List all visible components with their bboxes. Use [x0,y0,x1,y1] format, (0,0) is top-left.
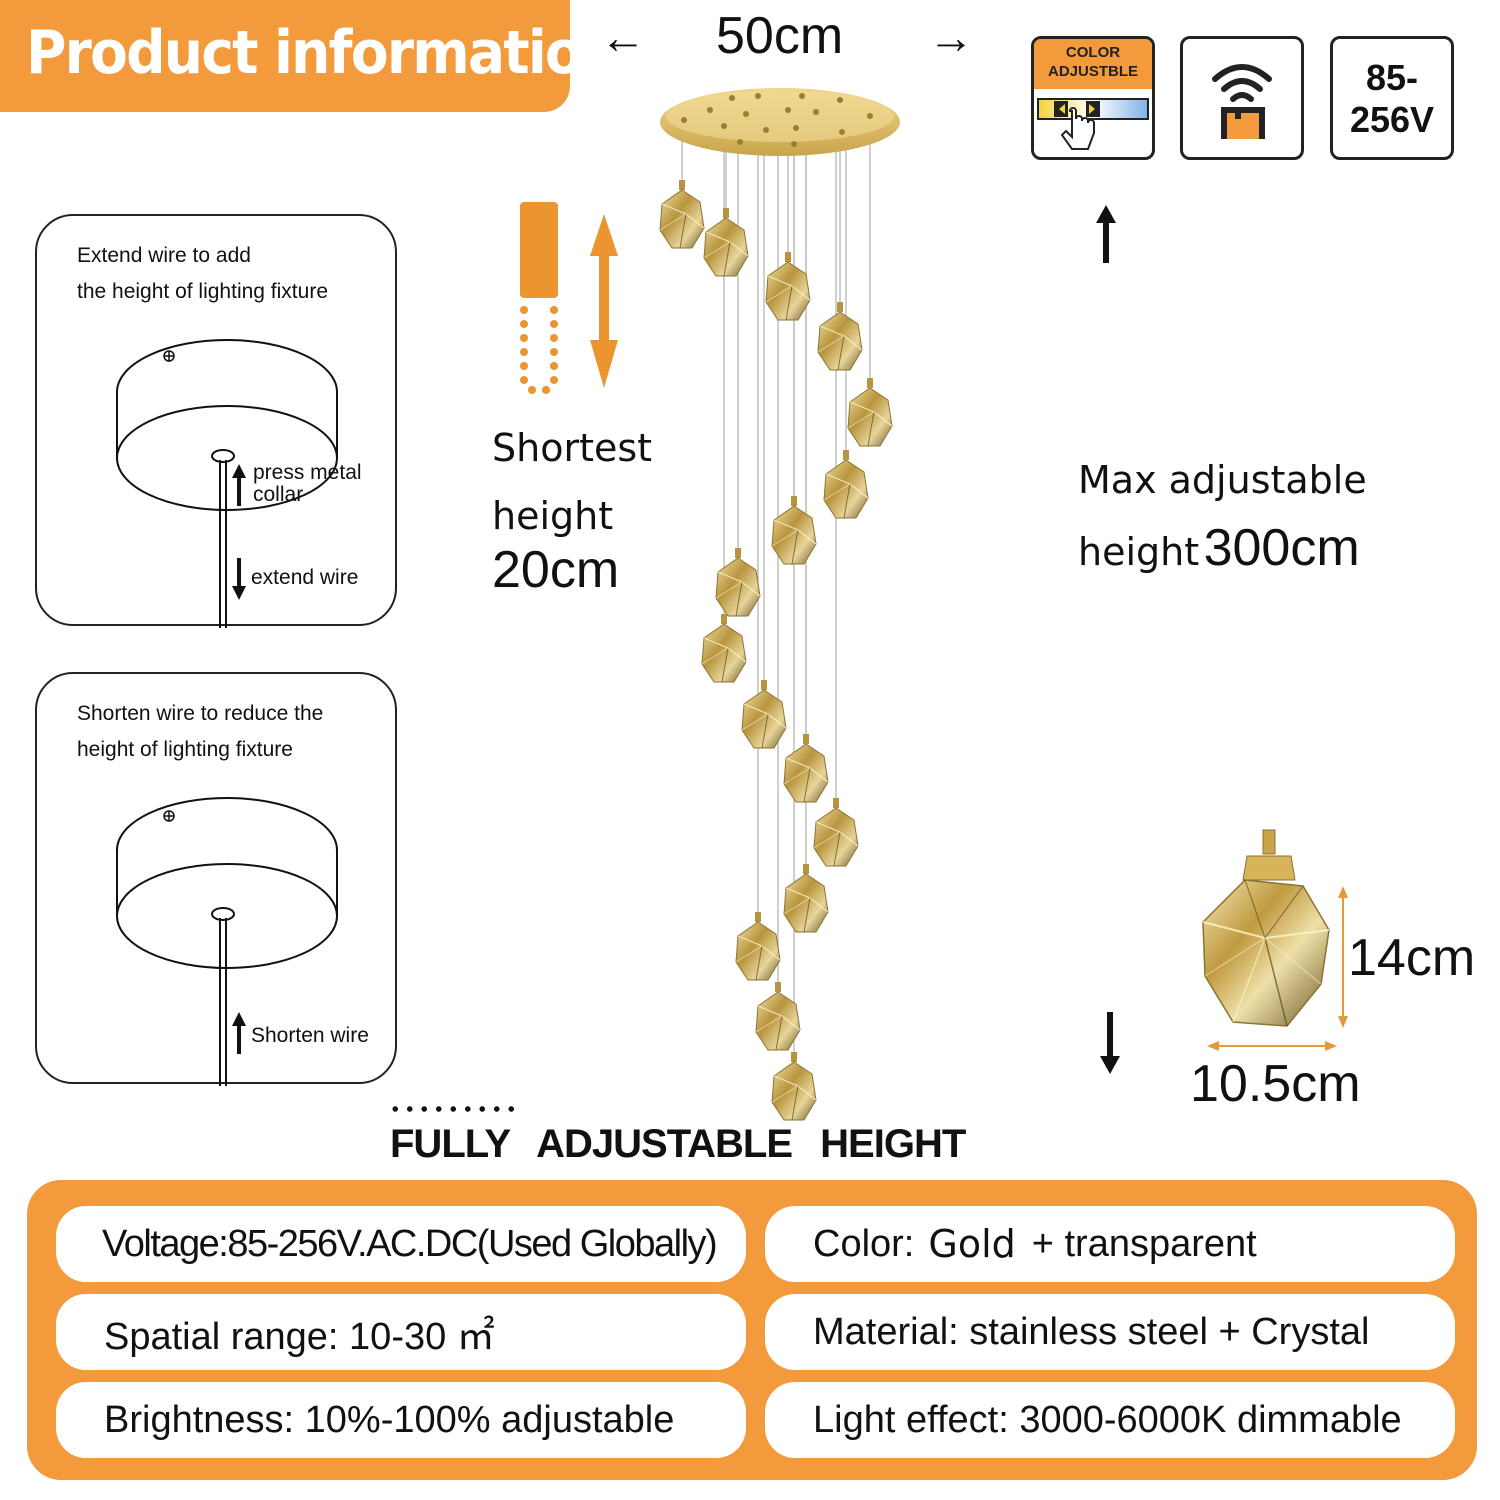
right-arrow-icon: → [928,11,974,63]
shorten-instruction-line1: Shorten wire to reduce the [77,702,324,725]
color-slider-icon [1037,98,1149,150]
extend-instruction-line1: Extend wire to add [77,244,251,267]
shorten-wire-label: Shorten wire [251,1024,369,1047]
title-banner [0,0,570,112]
max-height-row: height 300cm [1078,518,1360,578]
spec-brightness: Brightness: 10%-100% adjustable [56,1382,746,1458]
press-collar-line2: collar [253,483,304,506]
max-height-up-arrow-icon [1096,205,1116,263]
shortest-height-label-2: height [492,494,614,538]
shortest-height-label: Shortest [492,426,653,470]
extend-wire-label: extend wire [251,566,359,589]
color-adjustable-badge: COLOR ADJUSTBLE [1031,36,1155,160]
spec-color-suffix: + transparent [1031,1222,1257,1265]
chandelier-illustration [659,88,900,1121]
voltage-line1: 85- [1365,57,1419,98]
remote-control-badge [1180,36,1304,160]
pendant-closeup-illustration [1202,829,1348,1051]
page-title: Product information [26,18,620,88]
voltage-line2: 256V [1349,99,1435,140]
spec-material: Material: stainless steel + Crystal [765,1294,1455,1370]
shortest-height-value: 20cm [492,541,620,599]
shorten-instruction: Shorten wire to reduce the height of lig… [77,696,323,768]
extend-instruction: Extend wire to add the height of lightin… [77,238,328,310]
max-height-down-arrow-icon [1100,1012,1120,1074]
spec-color: Color: Gold + transparent [765,1206,1455,1282]
press-collar-line1: press metal [253,461,362,484]
extend-wire-panel: Extend wire to add the height of lightin… [35,214,397,628]
color-adjustable-line1: COLOR [1065,44,1121,61]
extend-instruction-line2: the height of lighting fixture [77,280,328,303]
shorten-wire-panel: Shorten wire to reduce the height of lig… [35,672,397,1086]
max-height-label-2: height [1078,530,1200,574]
wifi-remote-icon [1212,64,1272,139]
color-adjustable-heading: COLOR ADJUSTBLE [1034,39,1152,89]
spec-color-prefix: Color: [813,1222,915,1265]
left-arrow-icon: ← [600,11,646,63]
canopy-shorten-diagram [116,797,338,1086]
width-label: 50cm [716,7,844,65]
spec-voltage: Voltage:85-256V.AC.DC(Used Globally) [56,1206,746,1282]
spec-light-effect: Light effect: 3000-6000K dimmable [765,1382,1455,1458]
pendant-height-label: 14cm [1348,929,1476,987]
max-height-label: Max adjustable [1078,458,1367,502]
shorten-instruction-line2: height of lighting fixture [77,738,293,761]
voltage-badge: 85- 256V [1330,36,1454,160]
fully-adjustable-heading: FULLY ADJUSTABLE HEIGHT [390,1122,966,1166]
spec-spatial-range: Spatial range: 10-30 ㎡ [56,1294,746,1370]
shortest-height-graphic [520,202,618,394]
press-collar-label: press metal collar [253,462,362,506]
max-height-value: 300cm [1203,519,1360,577]
dotted-decoration [388,1106,522,1112]
canopy-extend-diagram [116,339,338,628]
color-adjustable-line2: ADJUSTBLE [1047,63,1138,80]
pendant-width-label: 10.5cm [1190,1055,1361,1113]
spec-color-value: Gold [928,1222,1016,1266]
